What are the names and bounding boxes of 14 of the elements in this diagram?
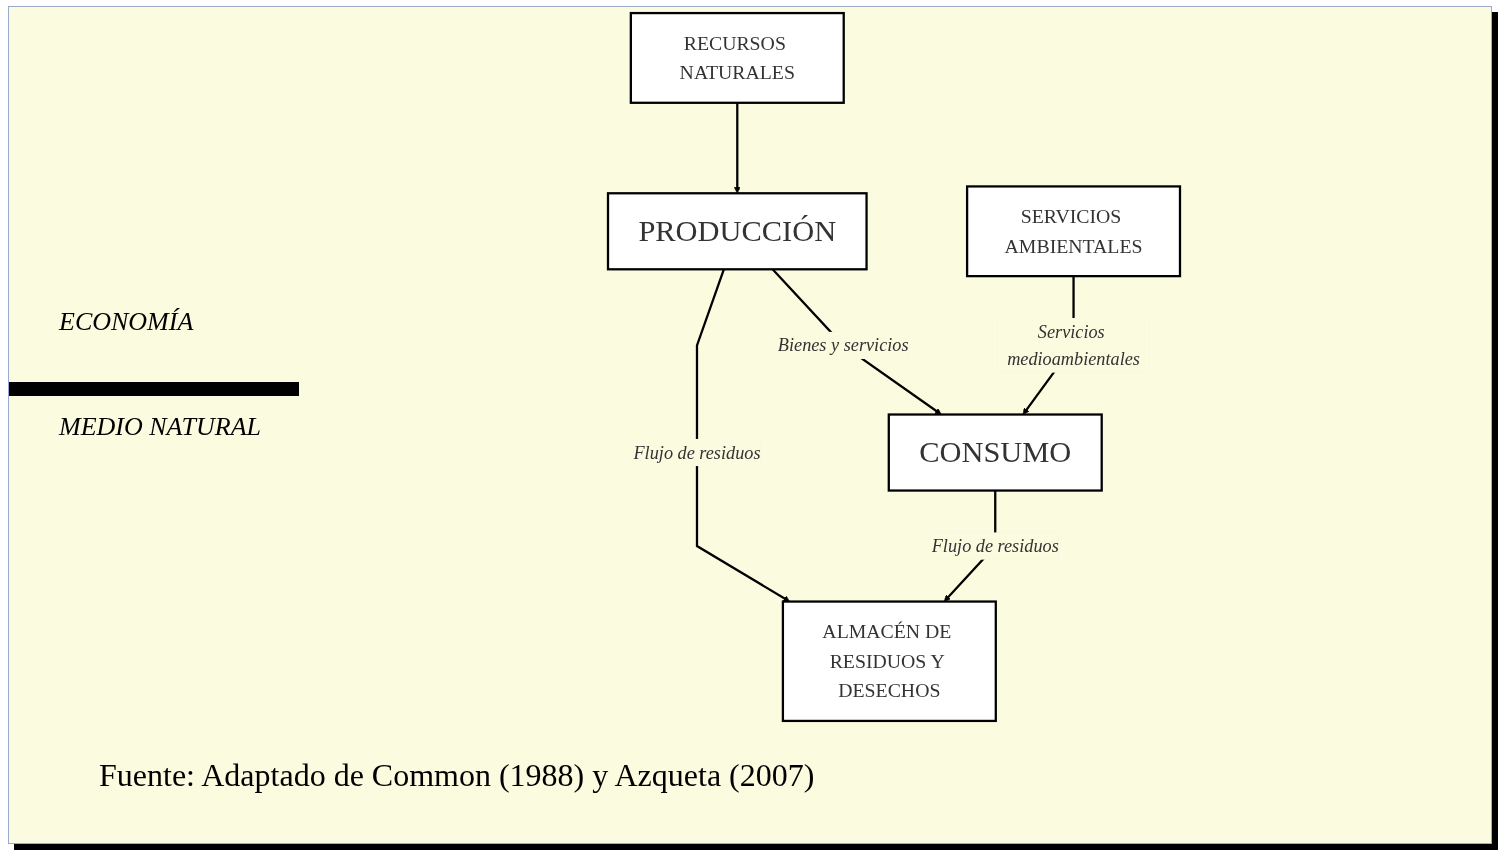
edge-label: Servicios medioambientales [1007, 321, 1140, 369]
node-box: CONSUMO [887, 413, 1103, 492]
node-box: SERVICIOS AMBIENTALES [965, 185, 1182, 278]
arrow [733, 102, 741, 194]
edge-label: Flujo de residuos [633, 442, 761, 463]
divider-bar [9, 382, 299, 396]
edge-label: Flujo de residuos [931, 536, 1059, 556]
node-box: ALMACÉN DE RESIDUOS Y DESECHOS [781, 600, 997, 723]
node-box: PRODUCCIÓN [606, 192, 868, 271]
node-box: RECURSOS NATURALES [629, 11, 845, 104]
zone-label: MEDIO NATURAL [59, 412, 261, 442]
edge-label: Bienes y servicios [777, 335, 909, 356]
caption: Fuente: Adaptado de Common (1988) y Azqueta (2007) [99, 757, 815, 794]
zone-label: ECONOMÍA [59, 307, 194, 337]
